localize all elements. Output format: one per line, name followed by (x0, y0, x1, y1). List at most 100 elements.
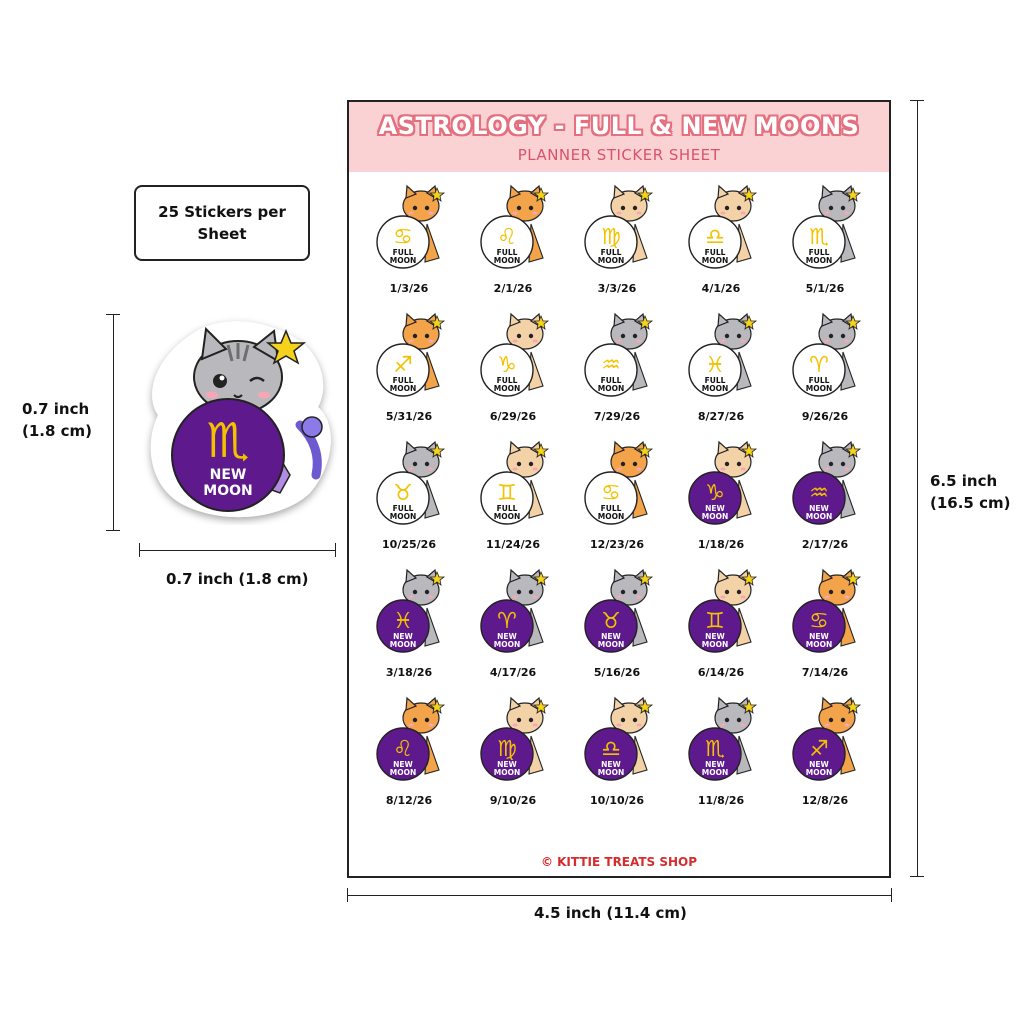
sticker-date: 4/17/26 (489, 666, 537, 679)
sheet-title: ASTROLOGY - FULL & NEW MOONS (378, 112, 860, 140)
sticker-date: 7/29/26 (593, 410, 641, 423)
sticker-line2: MOON (702, 384, 729, 393)
sticker-date: 4/1/26 (701, 282, 741, 295)
sticker-sign: ♌ (497, 225, 517, 250)
sticker-line1: NEW (601, 632, 621, 641)
sheet-subtitle: PLANNER STICKER SHEET (517, 146, 721, 164)
sticker-date: 6/29/26 (489, 410, 537, 423)
sticker-sign: ♏ (809, 225, 829, 250)
sticker-height-label: 0.7 inch (1.8 cm) (22, 400, 93, 440)
sticker-line1: NEW (393, 760, 413, 769)
sticker-width-label: 0.7 inch (1.8 cm) (166, 570, 309, 588)
sticker-line2: MOON (806, 640, 833, 649)
sticker-line1: FULL (497, 504, 518, 513)
sticker-line1: FULL (393, 504, 414, 513)
sticker-line2: MOON (494, 256, 521, 265)
sticker-date: 5/31/26 (385, 410, 433, 423)
sticker-date: 10/25/26 (382, 538, 436, 551)
stickers-per-sheet-box: 25 Stickers per Sheet (134, 185, 310, 261)
sticker-line1: NEW (705, 632, 725, 641)
stickers-per-sheet-label: 25 Stickers per Sheet (158, 203, 286, 243)
sticker-line2: MOON (390, 384, 417, 393)
sticker-line1: NEW (705, 504, 725, 513)
sticker-line1: FULL (601, 376, 622, 385)
sticker-line2: MOON (702, 256, 729, 265)
sticker-date: 12/8/26 (801, 794, 849, 807)
sticker-date: 1/18/26 (697, 538, 745, 551)
sticker-line1: NEW (705, 760, 725, 769)
sample-sticker-line1: NEW (210, 467, 247, 483)
sticker-sign: ♍ (601, 225, 621, 250)
sheet-height-tick-bottom (910, 876, 924, 877)
sticker-line1: FULL (497, 376, 518, 385)
sticker-date: 10/10/26 (590, 794, 644, 807)
sticker-sign: ♈ (497, 609, 517, 634)
sticker-line2: MOON (598, 256, 625, 265)
sticker-sign: ♈ (809, 353, 829, 378)
sticker-line2: MOON (494, 768, 521, 777)
sticker-line1: NEW (393, 632, 413, 641)
sticker-date: 7/14/26 (801, 666, 849, 679)
sticker-line2: MOON (494, 512, 521, 521)
sticker-line2: MOON (390, 256, 417, 265)
sticker-date: 5/1/26 (805, 282, 845, 295)
sticker-line2: MOON (598, 768, 625, 777)
sticker-date: 11/8/26 (697, 794, 745, 807)
sheet-width-line (347, 895, 891, 896)
sticker-line1: FULL (809, 248, 830, 257)
sticker-sign: ♒ (809, 481, 829, 506)
sticker-date: 12/23/26 (590, 538, 644, 551)
sticker-sheet: ASTROLOGY - FULL & NEW MOONS PLANNER STI… (347, 100, 891, 878)
sticker-line2: MOON (598, 640, 625, 649)
sticker-date: 9/26/26 (801, 410, 849, 423)
sticker-sign: ♐ (809, 737, 829, 762)
sticker-sign: ♏ (705, 737, 725, 762)
sticker-line1: FULL (705, 248, 726, 257)
sticker-sign: ♉ (393, 481, 413, 506)
sheet-width-label: 4.5 inch (11.4 cm) (534, 904, 687, 922)
sticker-width-line (139, 550, 335, 551)
sticker-date: 5/16/26 (593, 666, 641, 679)
sticker-width-tick-right (335, 543, 336, 557)
sticker-sign: ♐ (393, 353, 413, 378)
sticker-line1: NEW (497, 760, 517, 769)
sticker-line1: NEW (809, 504, 829, 513)
sample-sticker-scorpio-new-moon: ♏ NEW MOON (140, 315, 340, 525)
sticker-line1: FULL (393, 376, 414, 385)
sticker-line1: FULL (601, 504, 622, 513)
